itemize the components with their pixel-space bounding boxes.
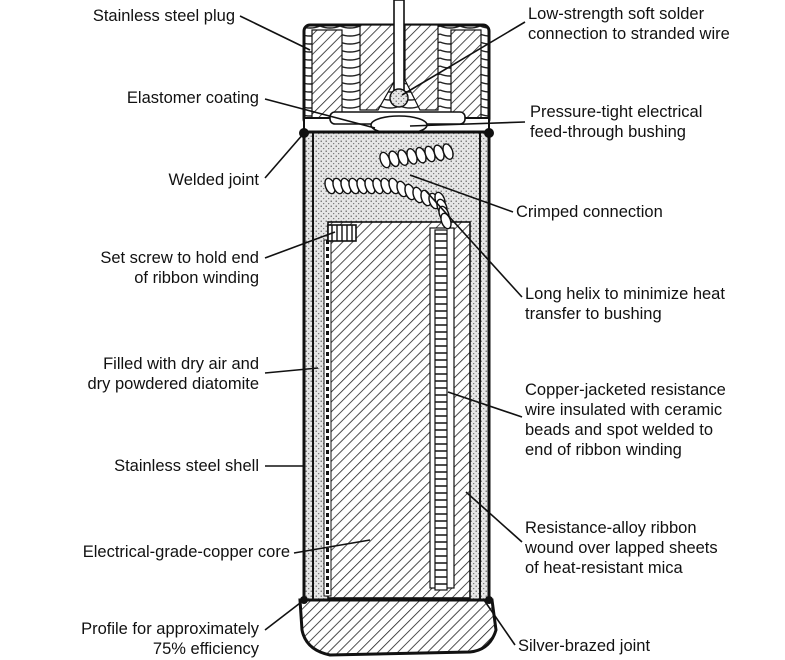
label-bushing: Pressure-tight electrical feed-through b… [530, 102, 702, 142]
label-filled-line2: dry powdered diatomite [87, 375, 259, 393]
lead-wire [389, 0, 409, 108]
label-shell: Stainless steel shell [114, 457, 259, 475]
label-resistance-wire: Copper-jacketed resistance wire insulate… [525, 380, 726, 460]
label-wire-line4: end of ribbon winding [525, 441, 682, 459]
label-ribbon: Resistance-alloy ribbon wound over lappe… [525, 518, 718, 578]
label-helix: Long helix to minimize heat transfer to … [525, 284, 725, 324]
label-bushing-line1: Pressure-tight electrical [530, 103, 703, 121]
label-bushing-line2: feed-through bushing [530, 123, 686, 141]
leader-lines [239, 15, 526, 646]
label-wire-line1: Copper-jacketed resistance [525, 381, 726, 399]
label-ribbon-line3: of heat-resistant mica [525, 559, 683, 577]
label-set-screw-line1: Set screw to hold end [100, 249, 259, 267]
label-profile-line1: Profile for approximately [81, 620, 259, 638]
core-bottom-profile [298, 598, 498, 657]
label-elastomer: Elastomer coating [126, 89, 259, 107]
label-brazed: Silver-brazed joint [518, 637, 651, 655]
label-profile: Profile for approximately 75% efficiency [20, 619, 259, 659]
label-filled-line1: Filled with dry air and [103, 355, 259, 373]
label-solder-line2: connection to stranded wire [528, 25, 730, 43]
label-wire-line2: wire insulated with ceramic [525, 401, 723, 419]
helix-coil [440, 212, 452, 230]
label-solder: Low-strength soft solder connection to s… [528, 4, 730, 44]
ceramic-beaded-wire [434, 229, 448, 591]
helix-coil [442, 143, 454, 160]
label-profile-line2: 75% efficiency [152, 640, 259, 658]
label-helix-line1: Long helix to minimize heat [525, 285, 725, 303]
welded-joint-right [484, 128, 494, 138]
label-core: Electrical-grade-copper core [82, 543, 290, 561]
set-screw [327, 224, 357, 242]
copper-core [323, 221, 471, 599]
label-plug: Stainless steel plug [92, 7, 235, 25]
label-ribbon-line1: Resistance-alloy ribbon [525, 519, 697, 537]
label-solder-line1: Low-strength soft solder [528, 5, 705, 23]
label-set-screw: Set screw to hold end of ribbon winding [20, 248, 259, 288]
label-helix-line2: transfer to bushing [525, 305, 662, 323]
label-ribbon-line2: wound over lapped sheets [525, 539, 718, 557]
label-set-screw-line2: of ribbon winding [134, 269, 259, 287]
label-filled: Filled with dry air and dry powdered dia… [20, 354, 259, 394]
label-welded-joint: Welded joint [168, 171, 259, 189]
label-crimped: Crimped connection [516, 203, 663, 221]
brazed-joint-right [485, 596, 493, 604]
label-wire-line3: beads and spot welded to [525, 421, 714, 439]
